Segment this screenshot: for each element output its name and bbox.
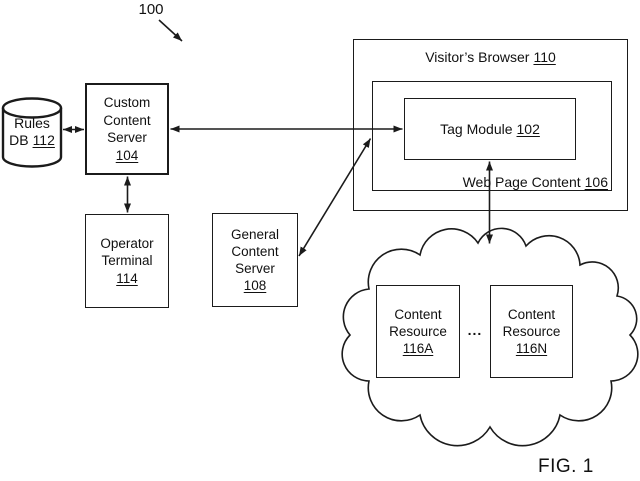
custom-content-server-node: Custom Content Server 104 — [85, 83, 169, 175]
custom-content-server-label: Custom Content Server 104 — [103, 95, 151, 163]
content-resource-a-ref: 116A — [402, 341, 434, 356]
content-resource-n-label: Content Resource 116N — [502, 307, 561, 356]
web-page-content-node — [372, 81, 612, 191]
general-content-server-node: General Content Server 108 — [212, 213, 298, 307]
visitors-browser-node — [353, 39, 628, 211]
reference-100-pointer-arrow — [158, 19, 183, 42]
resources-ellipsis: ... — [467, 322, 483, 338]
tag-module-ref: 102 — [516, 121, 540, 137]
figure-reference-label: 100 — [138, 1, 164, 18]
operator-terminal-node: Operator Terminal 114 — [85, 214, 169, 308]
rules-db-label-line1: Rules — [14, 115, 50, 131]
web-page-content-ref: 106 — [584, 174, 608, 190]
operator-terminal-label: Operator Terminal 114 — [100, 235, 154, 286]
connector-generalserver-webpagecontent-arrow — [298, 138, 372, 257]
visitors-browser-ref: 110 — [533, 49, 556, 65]
content-resource-a-label: Content Resource 116A — [389, 307, 447, 356]
content-resource-a-node: Content Resource 116A — [376, 285, 460, 378]
custom-content-server-ref: 104 — [115, 147, 139, 163]
general-content-server-ref: 108 — [243, 278, 267, 293]
operator-terminal-ref: 114 — [116, 270, 138, 286]
rules-db-ref: 112 — [32, 131, 55, 148]
figure-caption: FIG. 1 — [538, 456, 594, 477]
general-content-server-label: General Content Server 108 — [230, 227, 280, 293]
content-resource-n-node: Content Resource 116N — [490, 285, 573, 378]
content-resource-n-ref: 116N — [515, 341, 548, 356]
database-cylinder-icon — [1, 97, 63, 168]
